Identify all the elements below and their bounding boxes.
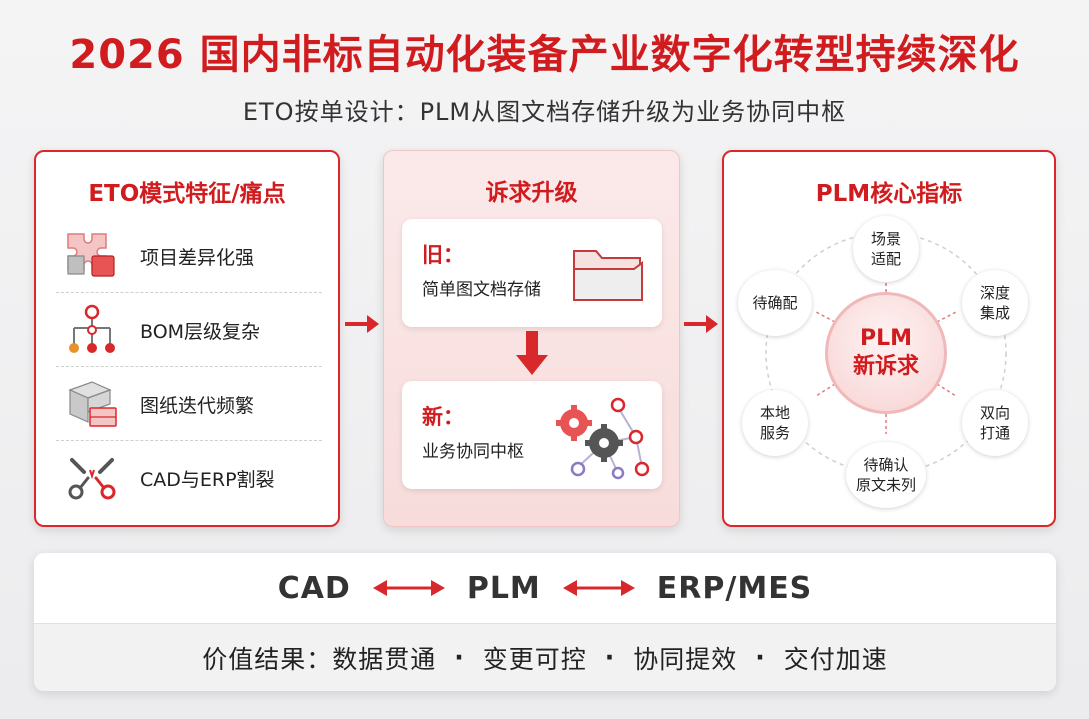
old-demand-card: 旧： 简单图文档存储 bbox=[402, 219, 662, 327]
value-item: 交付加速 bbox=[783, 644, 888, 674]
value-results-row: 价值结果： 数据贯通 · 变更可控 · 协同提效 · 交付加速 bbox=[34, 623, 1056, 691]
plm-center-node: PLM 新诉求 bbox=[825, 292, 947, 414]
flow-plm: PLM bbox=[466, 570, 541, 606]
metric-line: 打通 bbox=[979, 424, 1010, 442]
hierarchy-icon bbox=[69, 304, 115, 353]
metric-line: 深度 bbox=[979, 284, 1010, 302]
metric-line: 原文未列 bbox=[855, 476, 916, 494]
flow-erp-mes: ERP/MES bbox=[656, 570, 813, 606]
metric-line: 待确配 bbox=[752, 294, 798, 312]
metrics-panel-title: PLM核心指标 bbox=[815, 181, 963, 207]
metric-line: 集成 bbox=[979, 304, 1010, 322]
arrow-right-icon bbox=[345, 315, 379, 333]
metric-line: 本地 bbox=[759, 404, 790, 422]
center-line1: PLM bbox=[859, 326, 913, 351]
gears-network-icon bbox=[556, 397, 650, 480]
value-separator: · bbox=[755, 643, 766, 672]
divider bbox=[56, 292, 322, 293]
metric-line: 待确认 bbox=[863, 456, 909, 474]
value-separator: · bbox=[454, 643, 465, 672]
value-item: 数据贯通 bbox=[332, 644, 437, 674]
metric-line: 服务 bbox=[759, 424, 790, 442]
metric-node: 深度 集成 bbox=[962, 270, 1028, 336]
page-title: 2026 国内非标自动化装备产业数字化转型持续深化 bbox=[69, 32, 1020, 78]
metric-node: 场景 适配 bbox=[853, 216, 919, 282]
pain-point-label: BOM层级复杂 bbox=[140, 320, 261, 343]
pain-point-label: 图纸迭代频繁 bbox=[140, 394, 255, 417]
pain-point-label: CAD与ERP割裂 bbox=[140, 468, 275, 491]
metrics-ring bbox=[765, 232, 1007, 474]
flow-cad: CAD bbox=[277, 570, 351, 606]
new-tag: 新： bbox=[422, 405, 464, 429]
divider bbox=[56, 366, 322, 367]
pain-point-item: 项目差异化强 bbox=[56, 220, 322, 292]
metric-node: 本地 服务 bbox=[742, 390, 808, 456]
metric-line: 双向 bbox=[979, 404, 1010, 422]
metric-node: 待确认 原文未列 bbox=[846, 442, 926, 508]
boxes-icon bbox=[68, 381, 117, 427]
metric-node: 双向 打通 bbox=[962, 390, 1028, 456]
eto-pain-points-panel: ETO模式特征/痛点 项目差异化强 BOM层级复杂 bbox=[34, 150, 340, 527]
demand-upgrade-panel: 诉求升级 旧： 简单图文档存储 新： 业务协同中枢 bbox=[383, 150, 680, 527]
system-flow-row: CAD PLM ERP/MES bbox=[34, 553, 1056, 623]
folder-icon bbox=[573, 250, 643, 301]
page-subtitle: ETO按单设计：PLM从图文档存储升级为业务协同中枢 bbox=[242, 98, 847, 126]
center-line2: 新诉求 bbox=[852, 354, 919, 379]
upgrade-panel-title: 诉求升级 bbox=[485, 180, 578, 206]
value-separator: · bbox=[604, 643, 616, 672]
arrow-right-icon bbox=[684, 315, 718, 333]
metric-line: 适配 bbox=[870, 250, 901, 268]
divider bbox=[56, 440, 322, 441]
metric-node: 待确配 bbox=[738, 270, 812, 336]
value-item: 协同提效 bbox=[633, 644, 738, 674]
eto-panel-title: ETO模式特征/痛点 bbox=[88, 181, 286, 207]
value-label: 价值结果： bbox=[202, 644, 333, 674]
old-desc: 简单图文档存储 bbox=[422, 280, 541, 300]
arrow-down-icon bbox=[516, 331, 548, 375]
new-desc: 业务协同中枢 bbox=[422, 442, 524, 462]
pain-point-label: 项目差异化强 bbox=[140, 246, 255, 269]
double-arrow-icon bbox=[372, 580, 445, 596]
value-item: 变更可控 bbox=[482, 644, 587, 674]
double-arrow-icon bbox=[562, 580, 635, 596]
pain-point-item: CAD与ERP割裂 bbox=[56, 442, 322, 514]
old-tag: 旧： bbox=[422, 243, 464, 267]
integration-value-box: CAD PLM ERP/MES 价值结果： 数据贯通 · 变更可控 · 协同提效… bbox=[34, 553, 1056, 691]
puzzle-icon bbox=[67, 233, 115, 277]
plm-core-metrics-panel: PLM核心指标 PLM 新诉求 场景 适配 深度 集成 双向 打通 待确认 原文… bbox=[722, 150, 1056, 527]
broken-link-icon bbox=[68, 458, 116, 500]
pain-point-item: 图纸迭代频繁 bbox=[56, 368, 322, 440]
new-demand-card: 新： 业务协同中枢 bbox=[402, 381, 662, 489]
pain-point-item: BOM层级复杂 bbox=[56, 294, 322, 366]
metric-line: 场景 bbox=[870, 230, 901, 248]
